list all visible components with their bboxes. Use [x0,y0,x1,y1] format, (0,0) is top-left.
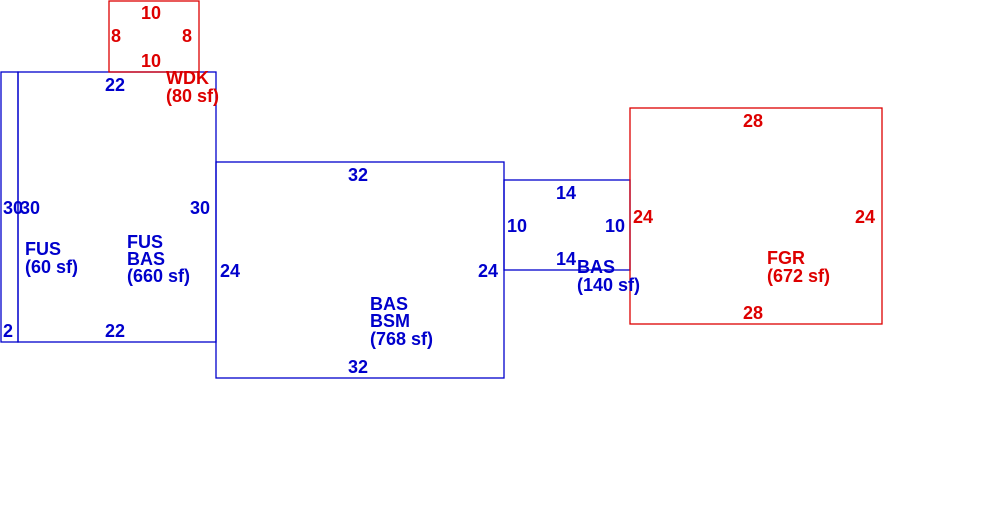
fus-bas-bottom-dim: 22 [105,321,125,341]
fgr-left-dim: 24 [633,207,653,227]
bas-small-right-dim: 10 [605,216,625,236]
bas-bsm-left-dim: 24 [220,261,240,281]
wdk-right-dim: 8 [182,26,192,46]
fgr-area-sf: (672 sf) [767,266,830,286]
fus-bas-area-label-1: FUS [127,232,163,252]
bas-bsm-right-dim: 24 [478,261,498,281]
bas-bsm-bottom-dim: 32 [348,357,368,377]
fus-strip-side-dim: 30 [3,198,23,218]
bas-small-top-dim: 14 [556,183,576,203]
fgr-outline [629,107,883,325]
wdk-bottom-dim: 10 [141,51,161,71]
bas-small-area-label: BAS [577,257,615,277]
bas-small-area-sf: (140 sf) [577,275,640,295]
wdk-outline [108,0,200,73]
bas-bsm-outline [215,161,505,379]
wdk-left-dim: 8 [111,26,121,46]
wdk-top-dim: 10 [141,3,161,23]
bas-small-bottom-dim: 14 [556,249,576,269]
fus-strip-area-label: FUS [25,239,61,259]
fgr-top-dim: 28 [743,111,763,131]
fus-bas-left-dim: 30 [20,198,40,218]
fgr-area-label: FGR [767,248,805,268]
fus-bas-outline [17,71,217,343]
fus-strip-bottom-dim: 2 [3,321,13,341]
wdk-area-label: WDK [166,68,209,88]
fgr-right-dim: 24 [855,207,875,227]
bas-bsm-area-label-1: BAS [370,294,408,314]
fus-bas-area-sf: (660 sf) [127,266,190,286]
bas-bsm-top-dim: 32 [348,165,368,185]
bas-bsm-area-sf: (768 sf) [370,329,433,349]
fgr-bottom-dim: 28 [743,303,763,323]
fus-strip-area-sf: (60 sf) [25,257,78,277]
fus-bas-top-dim: 22 [105,75,125,95]
bas-small-left-dim: 10 [507,216,527,236]
bas-bsm-area-label-2: BSM [370,311,410,331]
fus-bas-right-dim: 30 [190,198,210,218]
fus-bas-area-label-2: BAS [127,249,165,269]
wdk-area-sf: (80 sf) [166,86,219,106]
